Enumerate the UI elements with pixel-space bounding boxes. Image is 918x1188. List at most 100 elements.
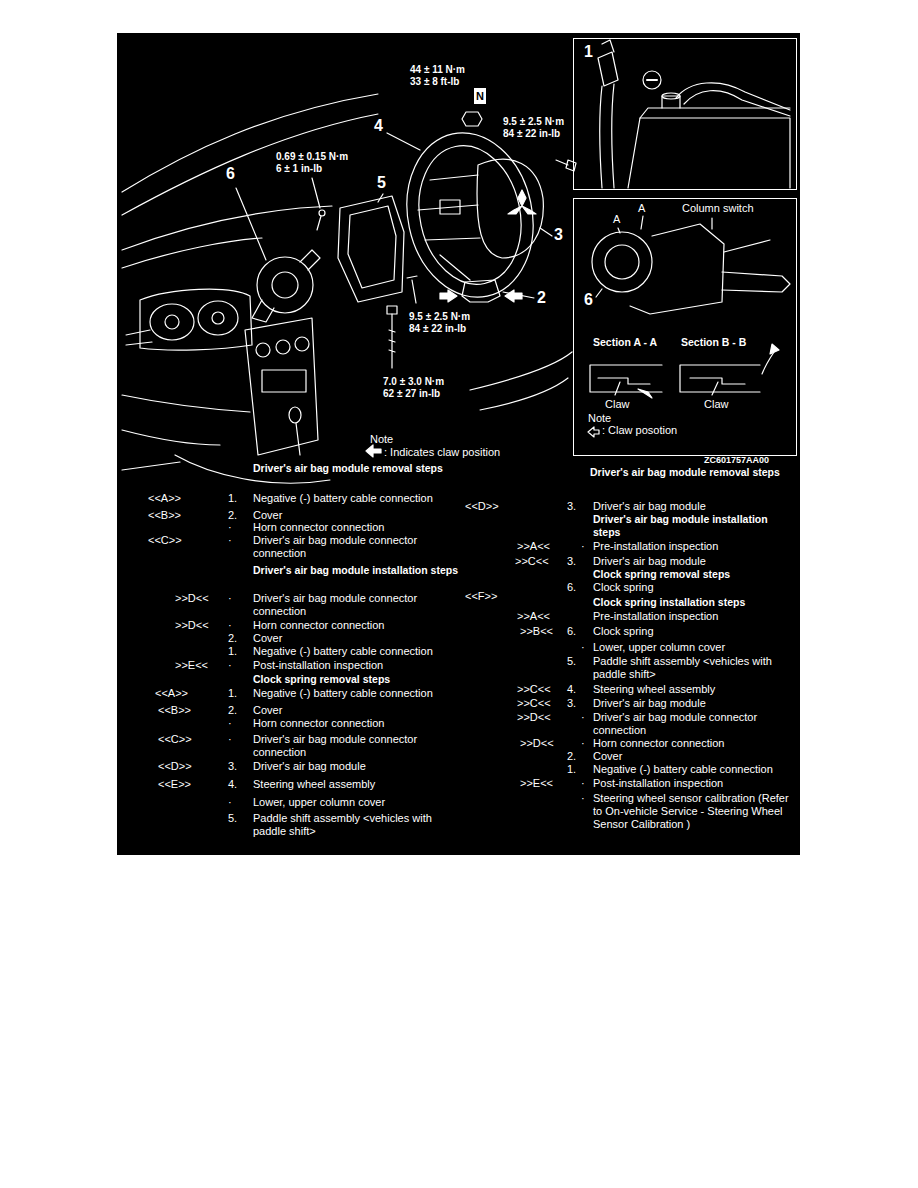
step-marker: <<A>> (155, 687, 188, 700)
column-switch-drawing (605, 245, 639, 279)
dashboard-drawing (122, 430, 220, 445)
step-number: 6. (567, 581, 576, 594)
air-bag-module-drawing (477, 159, 543, 258)
clock-spring-drawing (257, 257, 313, 313)
step-text: Paddle shift assembly <vehicles with pad… (593, 655, 793, 681)
air-bag-module-drawing (477, 159, 543, 258)
dashboard-drawing (296, 423, 300, 455)
step-text: Negative (-) battery cable connection (253, 687, 458, 700)
section-drawing (590, 365, 662, 392)
bolt-drawing (387, 112, 576, 368)
bolt-drawing (407, 276, 417, 278)
dashboard-drawing (122, 94, 572, 483)
leader-line (236, 188, 266, 260)
clock-spring-drawing (252, 210, 325, 322)
note-text: A (638, 202, 645, 215)
battery-drawing (684, 91, 790, 116)
step-marker: >>E<< (175, 659, 208, 672)
step-text: Driver's air bag module (593, 697, 793, 710)
step-number: · (228, 534, 232, 547)
step-text: Cover (593, 750, 793, 763)
steering-wheel-drawing (392, 121, 548, 309)
step-text: Horn connector connection (253, 717, 458, 730)
step-number: 1. (228, 687, 237, 700)
step-number: · (581, 540, 585, 553)
battery-drawing (598, 52, 618, 86)
torque-spec: 7.0 ± 3.0 N·m (383, 376, 444, 388)
step-text: Driver's air bag module connector connec… (253, 733, 458, 759)
step-marker: <<B>> (158, 704, 191, 717)
dashboard-drawing (165, 315, 179, 329)
note-text: A (613, 213, 620, 226)
leader-line (387, 133, 420, 150)
step-number: 3. (567, 555, 576, 568)
leader-line (378, 194, 383, 202)
step-text: Negative (-) battery cable connection (593, 763, 793, 776)
step-text: Cover (253, 704, 458, 717)
marker-letter: N (476, 90, 484, 102)
bolt-drawing (556, 160, 568, 165)
clock-spring-drawing (317, 216, 321, 230)
torque-spec: 0.69 ± 0.15 N·m (276, 151, 348, 163)
step-marker: >>C<< (517, 697, 551, 710)
step-marker: <<E>> (158, 778, 191, 791)
step-number: 2. (228, 509, 237, 522)
column-cover-drawing (338, 196, 404, 302)
battery-drawing (628, 118, 790, 188)
battery-drawing (598, 40, 790, 188)
step-text: Horn connector connection (253, 619, 458, 632)
steering-wheel-drawing (392, 121, 548, 309)
step-number: · (228, 717, 232, 730)
section-drawing (680, 365, 760, 392)
note-text: Claw (704, 398, 728, 411)
steering-wheel-drawing (462, 280, 500, 302)
step-marker: <<D>> (158, 760, 192, 773)
column-switch-drawing (711, 218, 712, 229)
callout-number: 2 (537, 289, 546, 307)
dashboard-drawing (256, 343, 270, 357)
dashboard-drawing (126, 330, 152, 345)
torque-spec: 33 ± 8 ft-lb (410, 76, 459, 88)
dashboard-drawing (480, 378, 568, 410)
leader-line (312, 178, 320, 208)
section-drawing (588, 344, 779, 437)
step-text: Paddle shift assembly <vehicles with pad… (253, 812, 458, 838)
dashboard-drawing (122, 238, 262, 268)
step-text: Driver's air bag module (253, 760, 458, 773)
step-number: 1. (567, 763, 576, 776)
dashboard-drawing (122, 462, 180, 470)
step-number: 2. (228, 704, 237, 717)
figure-code: ZC601757AA00 (704, 455, 769, 465)
step-number: · (581, 737, 585, 750)
step-number: 4. (567, 683, 576, 696)
step-heading: Driver's air bag module installation ste… (253, 564, 458, 577)
step-marker: >>D<< (175, 619, 209, 632)
dashboard-drawing (289, 407, 301, 423)
step-heading: Clock spring installation steps (593, 596, 793, 609)
dashboard-drawing (198, 301, 238, 335)
dashboard-drawing (245, 318, 318, 455)
step-number: 5. (228, 812, 237, 825)
torque-spec: 44 ± 11 N·m (410, 64, 465, 76)
step-number: 3. (228, 760, 237, 773)
battery-drawing (612, 84, 614, 188)
battery-drawing (640, 108, 790, 118)
step-marker: >>C<< (517, 683, 551, 696)
bolt-drawing (462, 112, 482, 126)
step-text: Steering wheel assembly (593, 683, 793, 696)
illustration (122, 40, 790, 483)
step-marker: >>D<< (517, 711, 551, 724)
step-text: Negative (-) battery cable connection (253, 645, 458, 658)
dashboard-drawing (122, 114, 378, 215)
column-switch-drawing (596, 289, 602, 297)
torque-spec: 84 ± 22 in-lb (503, 128, 560, 140)
nut-marker: N (474, 88, 486, 104)
section-drawing (588, 427, 599, 437)
dashboard-drawing (262, 370, 306, 392)
step-marker: >>C<< (515, 555, 549, 568)
bolt-drawing (389, 314, 395, 368)
step-heading: Section A - A (593, 336, 657, 349)
step-number: · (228, 521, 232, 534)
step-text: Driver's air bag module (593, 500, 793, 513)
